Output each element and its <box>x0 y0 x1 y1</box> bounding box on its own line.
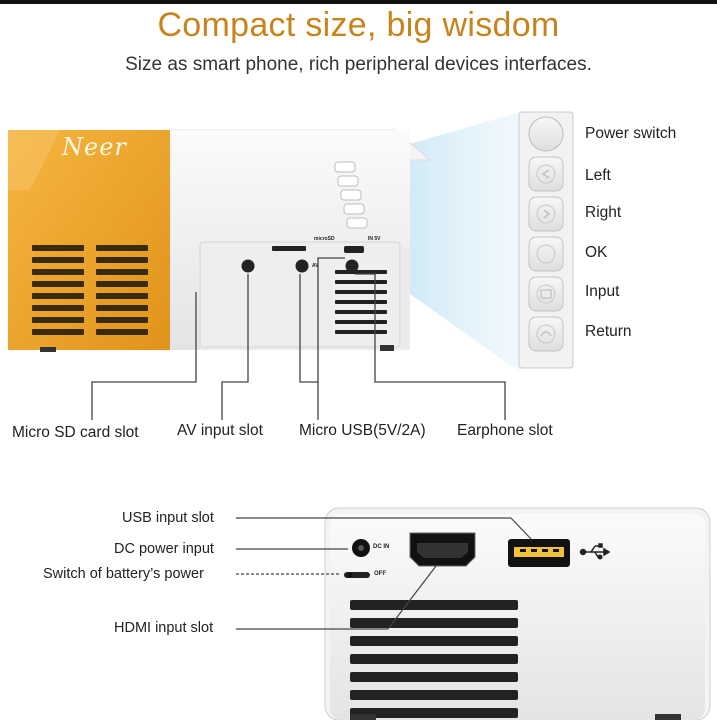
av-mark: AV <box>312 263 319 269</box>
control-buttons <box>528 156 564 352</box>
input-button-label: Input <box>585 283 620 300</box>
left-button-label: Left <box>585 167 611 184</box>
page-subtitle: Size as smart phone, rich peripheral dev… <box>125 54 592 75</box>
micro-sd-mark: microSD <box>314 236 335 242</box>
dc-mark: IN 5V <box>368 236 381 242</box>
micro-sd-slot <box>272 246 306 251</box>
power-switch-label: Power switch <box>585 125 677 142</box>
usb-symbol-icon <box>579 543 611 560</box>
av-port-left <box>241 259 255 273</box>
micro-sd-label: Micro SD card slot <box>12 424 139 441</box>
micro-usb-port <box>344 246 364 253</box>
earphone-label: Earphone slot <box>457 422 553 439</box>
dc-in-mark: DC IN <box>373 544 390 550</box>
right-button-label: Right <box>585 204 622 221</box>
ok-button-label: OK <box>585 244 608 261</box>
micro-usb-label: Micro USB(5V/2A) <box>299 422 426 439</box>
earphone-port <box>345 259 359 273</box>
top-border-bar <box>0 0 717 4</box>
page-title: Compact size, big wisdom <box>157 6 560 44</box>
av-input-label: AV input slot <box>177 422 263 439</box>
power-switch-button <box>528 116 564 152</box>
brand-logo-text: Neer <box>62 133 127 161</box>
hdmi-input-label: HDMI input slot <box>114 620 214 636</box>
off-mark: OFF <box>374 571 386 577</box>
dc-power-label: DC power input <box>114 541 214 557</box>
battery-switch-label: Switch of battery’s power <box>43 566 204 582</box>
return-button-label: Return <box>585 323 632 340</box>
av-port <box>295 259 309 273</box>
usb-input-label: USB input slot <box>122 510 214 526</box>
